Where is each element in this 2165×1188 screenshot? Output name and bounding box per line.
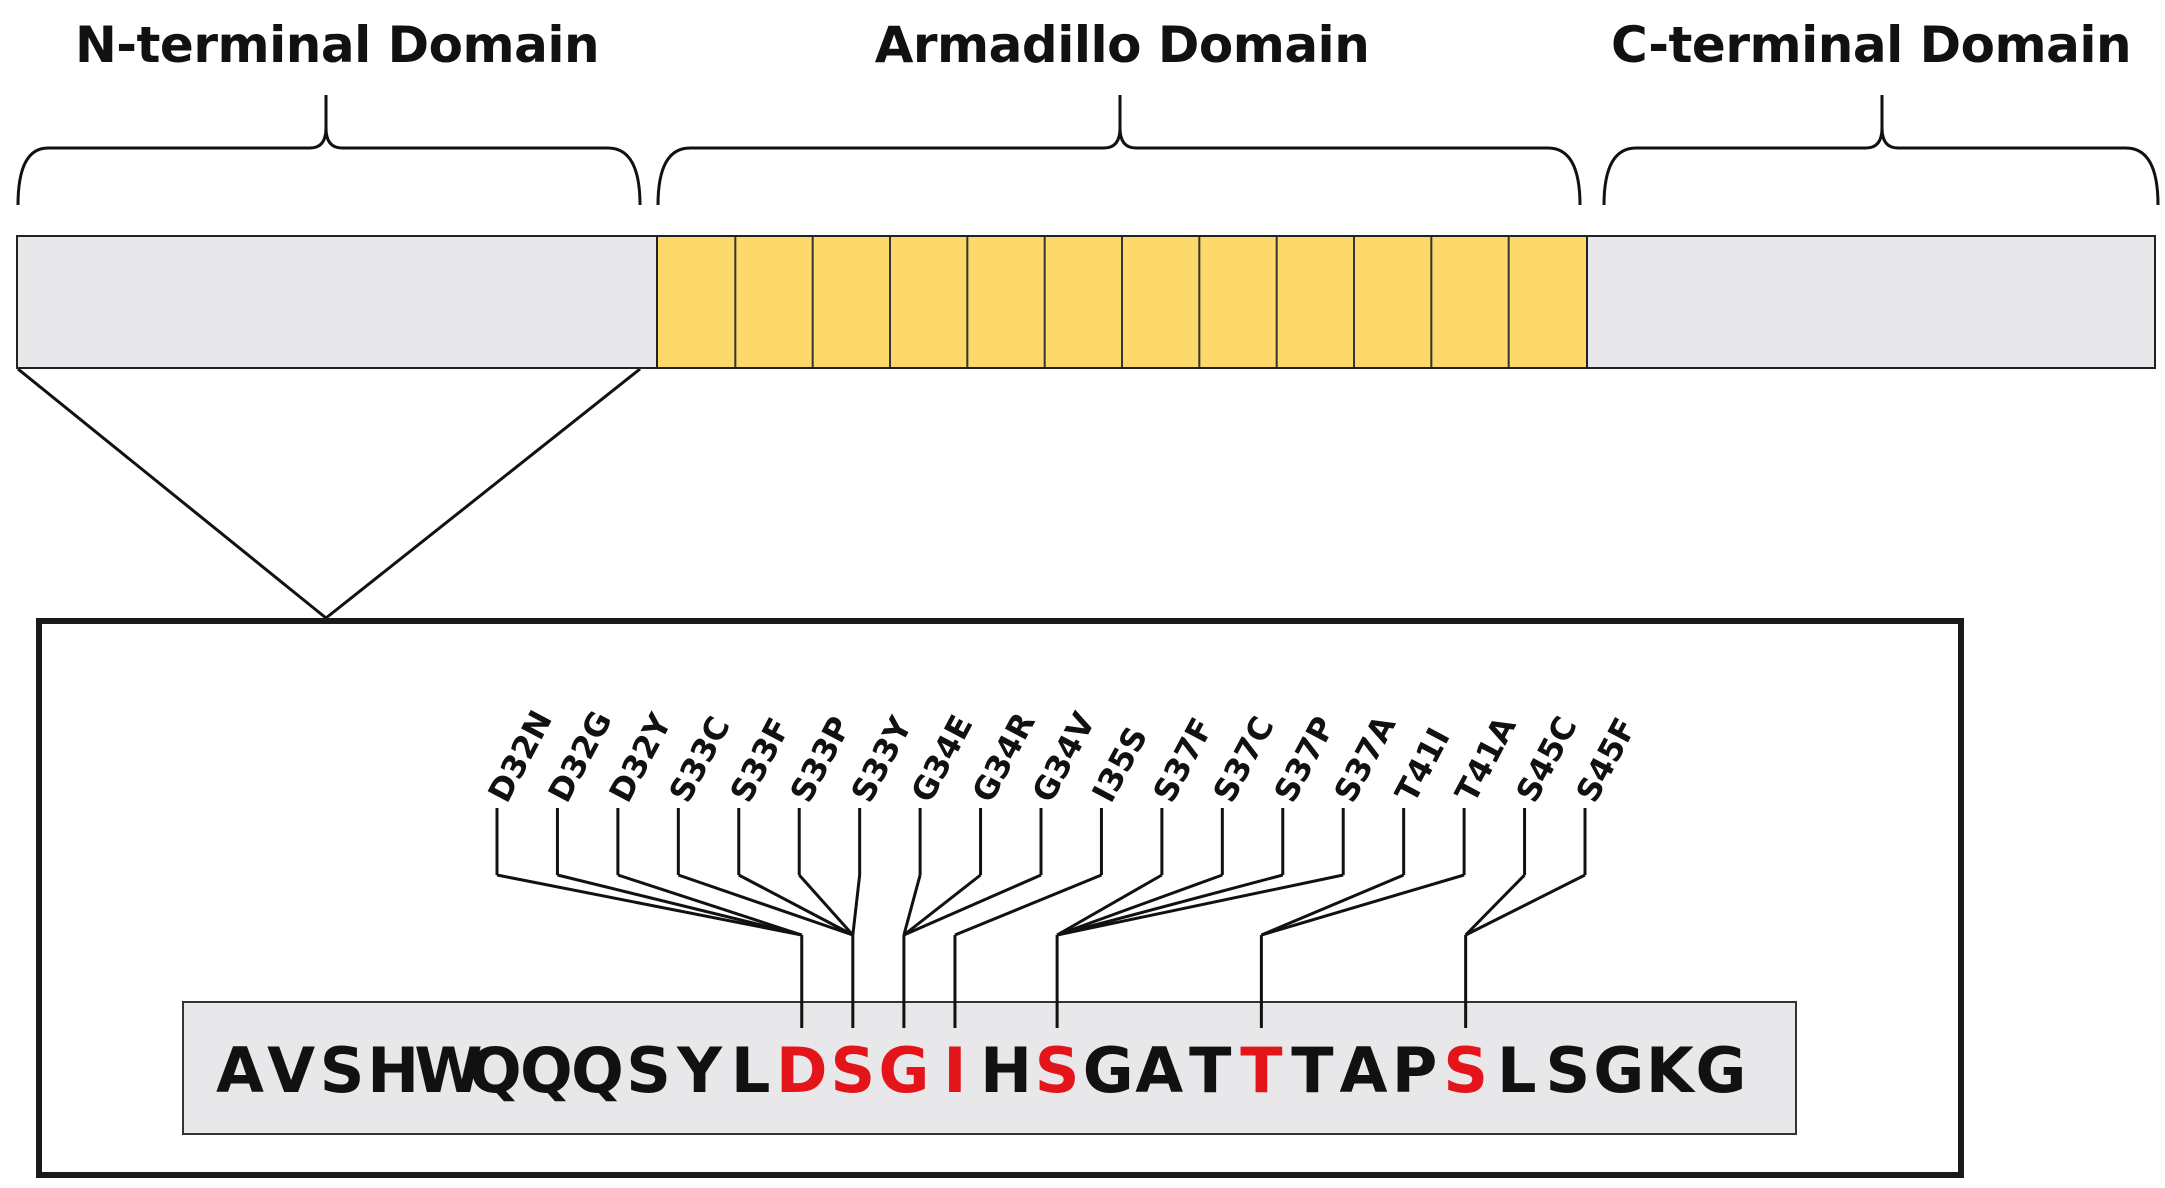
residue: S <box>1545 1034 1591 1107</box>
residue: A <box>1339 1034 1388 1107</box>
residue: G <box>1695 1034 1747 1107</box>
residue: L <box>730 1034 771 1107</box>
residue: T <box>1240 1034 1283 1107</box>
residue: S <box>319 1034 365 1107</box>
residue: G <box>1593 1034 1645 1107</box>
sequence-box <box>182 1001 1797 1135</box>
residue: Q <box>520 1034 573 1107</box>
armadillo-repeats <box>734 237 1510 367</box>
residue: S <box>830 1034 876 1107</box>
residue: A <box>216 1034 264 1107</box>
n-terminal-domain-title: N-terminal Domain <box>74 16 600 74</box>
n-terminal-bar <box>16 235 658 369</box>
armadillo-bar <box>656 235 1588 369</box>
c-terminal-bracket <box>1602 95 2160 206</box>
zoom-line-left <box>17 367 327 620</box>
residue: I <box>943 1034 967 1107</box>
residue: V <box>267 1034 316 1107</box>
residue: Q <box>468 1034 522 1107</box>
c-terminal-domain-title: C-terminal Domain <box>1610 16 2132 74</box>
residue: D <box>776 1034 828 1107</box>
residue: Y <box>677 1034 723 1107</box>
residue: L <box>1496 1034 1537 1107</box>
residue: W <box>414 1034 483 1107</box>
armadillo-bracket <box>656 95 1582 206</box>
zoom-line-right <box>325 367 641 620</box>
residue: K <box>1645 1034 1694 1107</box>
residue: G <box>1082 1034 1134 1107</box>
c-terminal-bar <box>1586 235 2156 369</box>
residue: H <box>980 1034 1032 1107</box>
residue: T <box>1189 1034 1232 1107</box>
armadillo-domain-title: Armadillo Domain <box>874 16 1370 74</box>
residue: S <box>1034 1034 1080 1107</box>
residue: S <box>626 1034 671 1107</box>
residue: S <box>1443 1034 1488 1107</box>
n-terminal-bracket <box>16 95 642 206</box>
n-terminal-zoom-inset <box>36 618 1964 1178</box>
residue: H <box>367 1034 420 1107</box>
residue: T <box>1291 1034 1334 1107</box>
residue: P <box>1391 1034 1438 1107</box>
residue: G <box>878 1034 930 1107</box>
residue: Q <box>571 1034 624 1107</box>
residue: A <box>1135 1034 1184 1107</box>
